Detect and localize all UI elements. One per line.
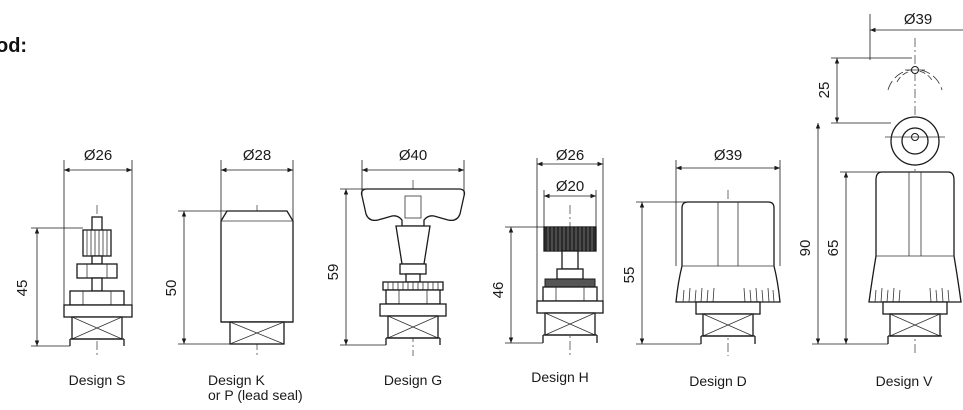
design-g-width-label: Ø40 [399,147,427,164]
design-v-inner-height-label: 65 [825,240,842,257]
design-h-caption: Design H [531,369,589,385]
design-s-width-label: Ø26 [84,147,112,164]
design-d: Ø39 55 Design D [621,147,781,389]
design-h-height-label: 46 [490,282,507,299]
design-s-caption: Design S [69,372,126,388]
design-h-width-label: Ø26 [556,147,584,164]
design-v-height-label: 90 [797,240,814,257]
design-k: Ø28 50 Design K or P (lead seal) [163,147,303,403]
design-k-caption-line1: Design K [208,372,265,388]
design-v-ring-label: 25 [816,82,833,99]
design-s: Ø26 45 Design S [14,147,133,388]
design-v: Ø39 25 90 65 Design V [797,11,963,389]
design-g-caption: Design G [384,372,442,388]
design-d-caption: Design D [689,373,747,389]
design-d-height-label: 55 [621,267,638,284]
design-g: Ø40 59 Design G [325,147,466,388]
design-v-width-label: Ø39 [904,11,932,28]
design-k-caption-line2: or P (lead seal) [208,387,303,403]
design-d-width-label: Ø39 [714,147,742,164]
design-k-height-label: 50 [163,280,180,297]
design-s-height-label: 45 [14,280,31,297]
design-k-width-label: Ø28 [243,147,271,164]
section-heading: od: [0,35,27,57]
design-h-inner-width-label: Ø20 [556,178,584,195]
design-g-height-label: 59 [325,264,342,281]
design-h: Ø26 Ø20 46 Design H [490,147,604,385]
design-v-caption: Design V [876,373,933,389]
